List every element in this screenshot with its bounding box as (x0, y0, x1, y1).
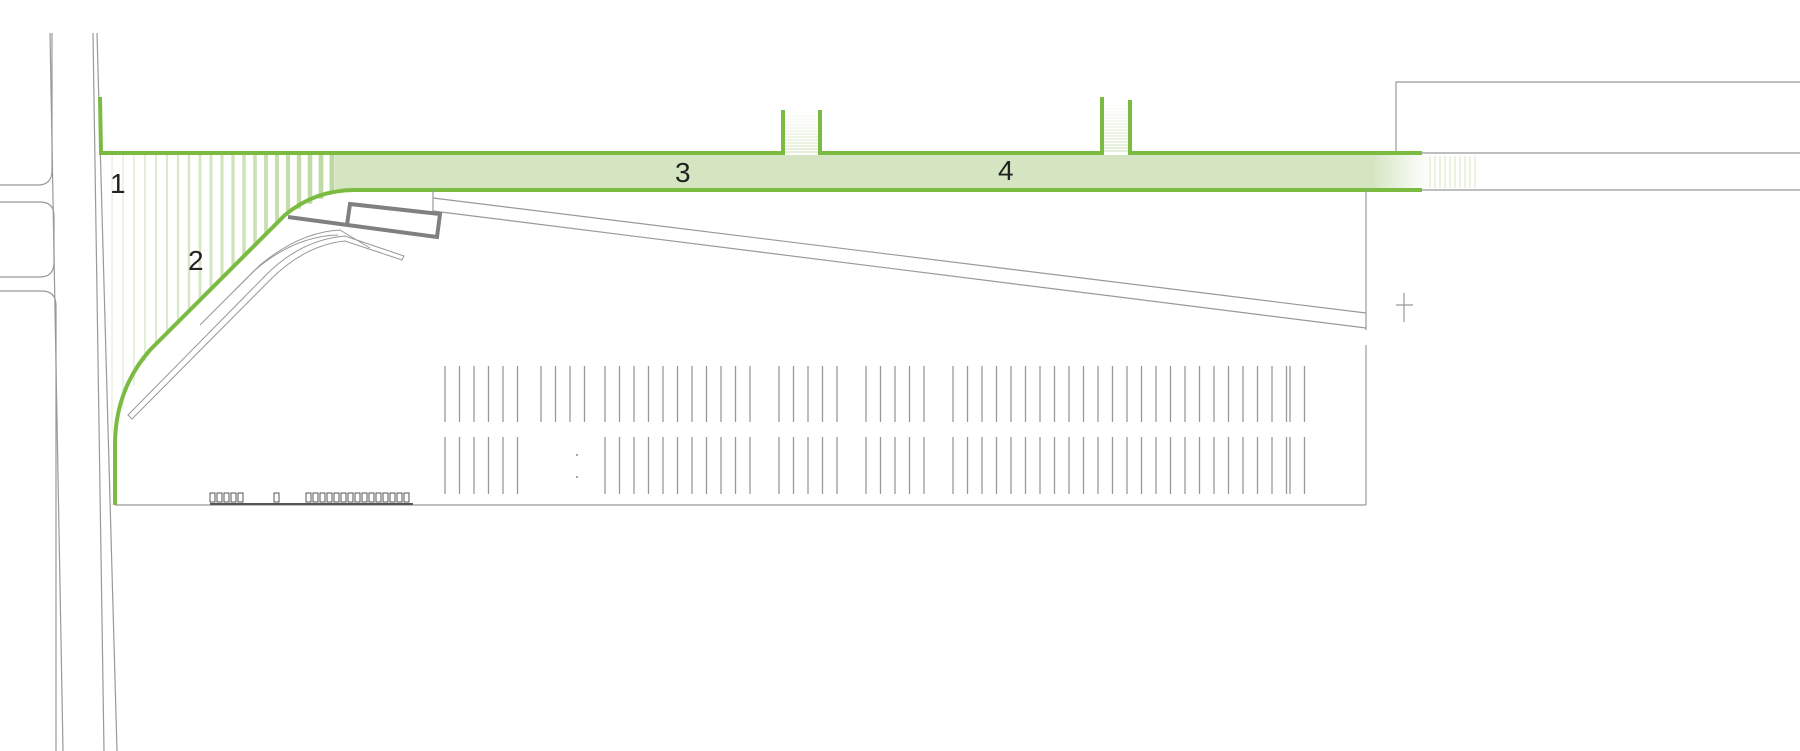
bike-rack (319, 492, 326, 503)
bike-rack (389, 492, 396, 503)
bike-rack (312, 492, 319, 503)
parking-stalls (444, 366, 1306, 494)
bike-rack (340, 492, 347, 503)
green-corridor (98, 96, 1476, 505)
notch-hatch (785, 102, 1476, 188)
streets (0, 32, 1800, 751)
bike-rack (273, 492, 280, 503)
bike-rack (361, 492, 368, 503)
marker-dot (576, 454, 578, 456)
hatched-forecourt (111, 155, 335, 434)
bike-rack (326, 492, 333, 503)
bike-rack (216, 492, 223, 503)
bike-rack (223, 492, 230, 503)
zone-label-3: 3 (675, 157, 691, 188)
bike-rack (333, 492, 340, 503)
corridor-edge-south (113, 188, 1422, 505)
zone-label-1: 1 (110, 168, 126, 199)
bike-rack (209, 492, 216, 503)
bike-rack (403, 492, 410, 503)
bike-rack (305, 492, 312, 503)
corridor-edge-north (98, 96, 1422, 155)
marker-dot (576, 476, 578, 478)
zone-label-2: 2 (188, 245, 204, 276)
site-boundary (115, 190, 1413, 506)
entry-building (287, 201, 443, 240)
bike-racks (209, 492, 413, 505)
bike-rack (230, 492, 237, 503)
bike-rack (237, 492, 244, 503)
bike-rack (375, 492, 382, 503)
bike-rack (354, 492, 361, 503)
bike-rack (396, 492, 403, 503)
bike-rack (368, 492, 375, 503)
bike-rack (347, 492, 354, 503)
zone-label-4: 4 (998, 155, 1014, 186)
curved-ramp-lines (127, 229, 405, 420)
bike-rack (382, 492, 389, 503)
